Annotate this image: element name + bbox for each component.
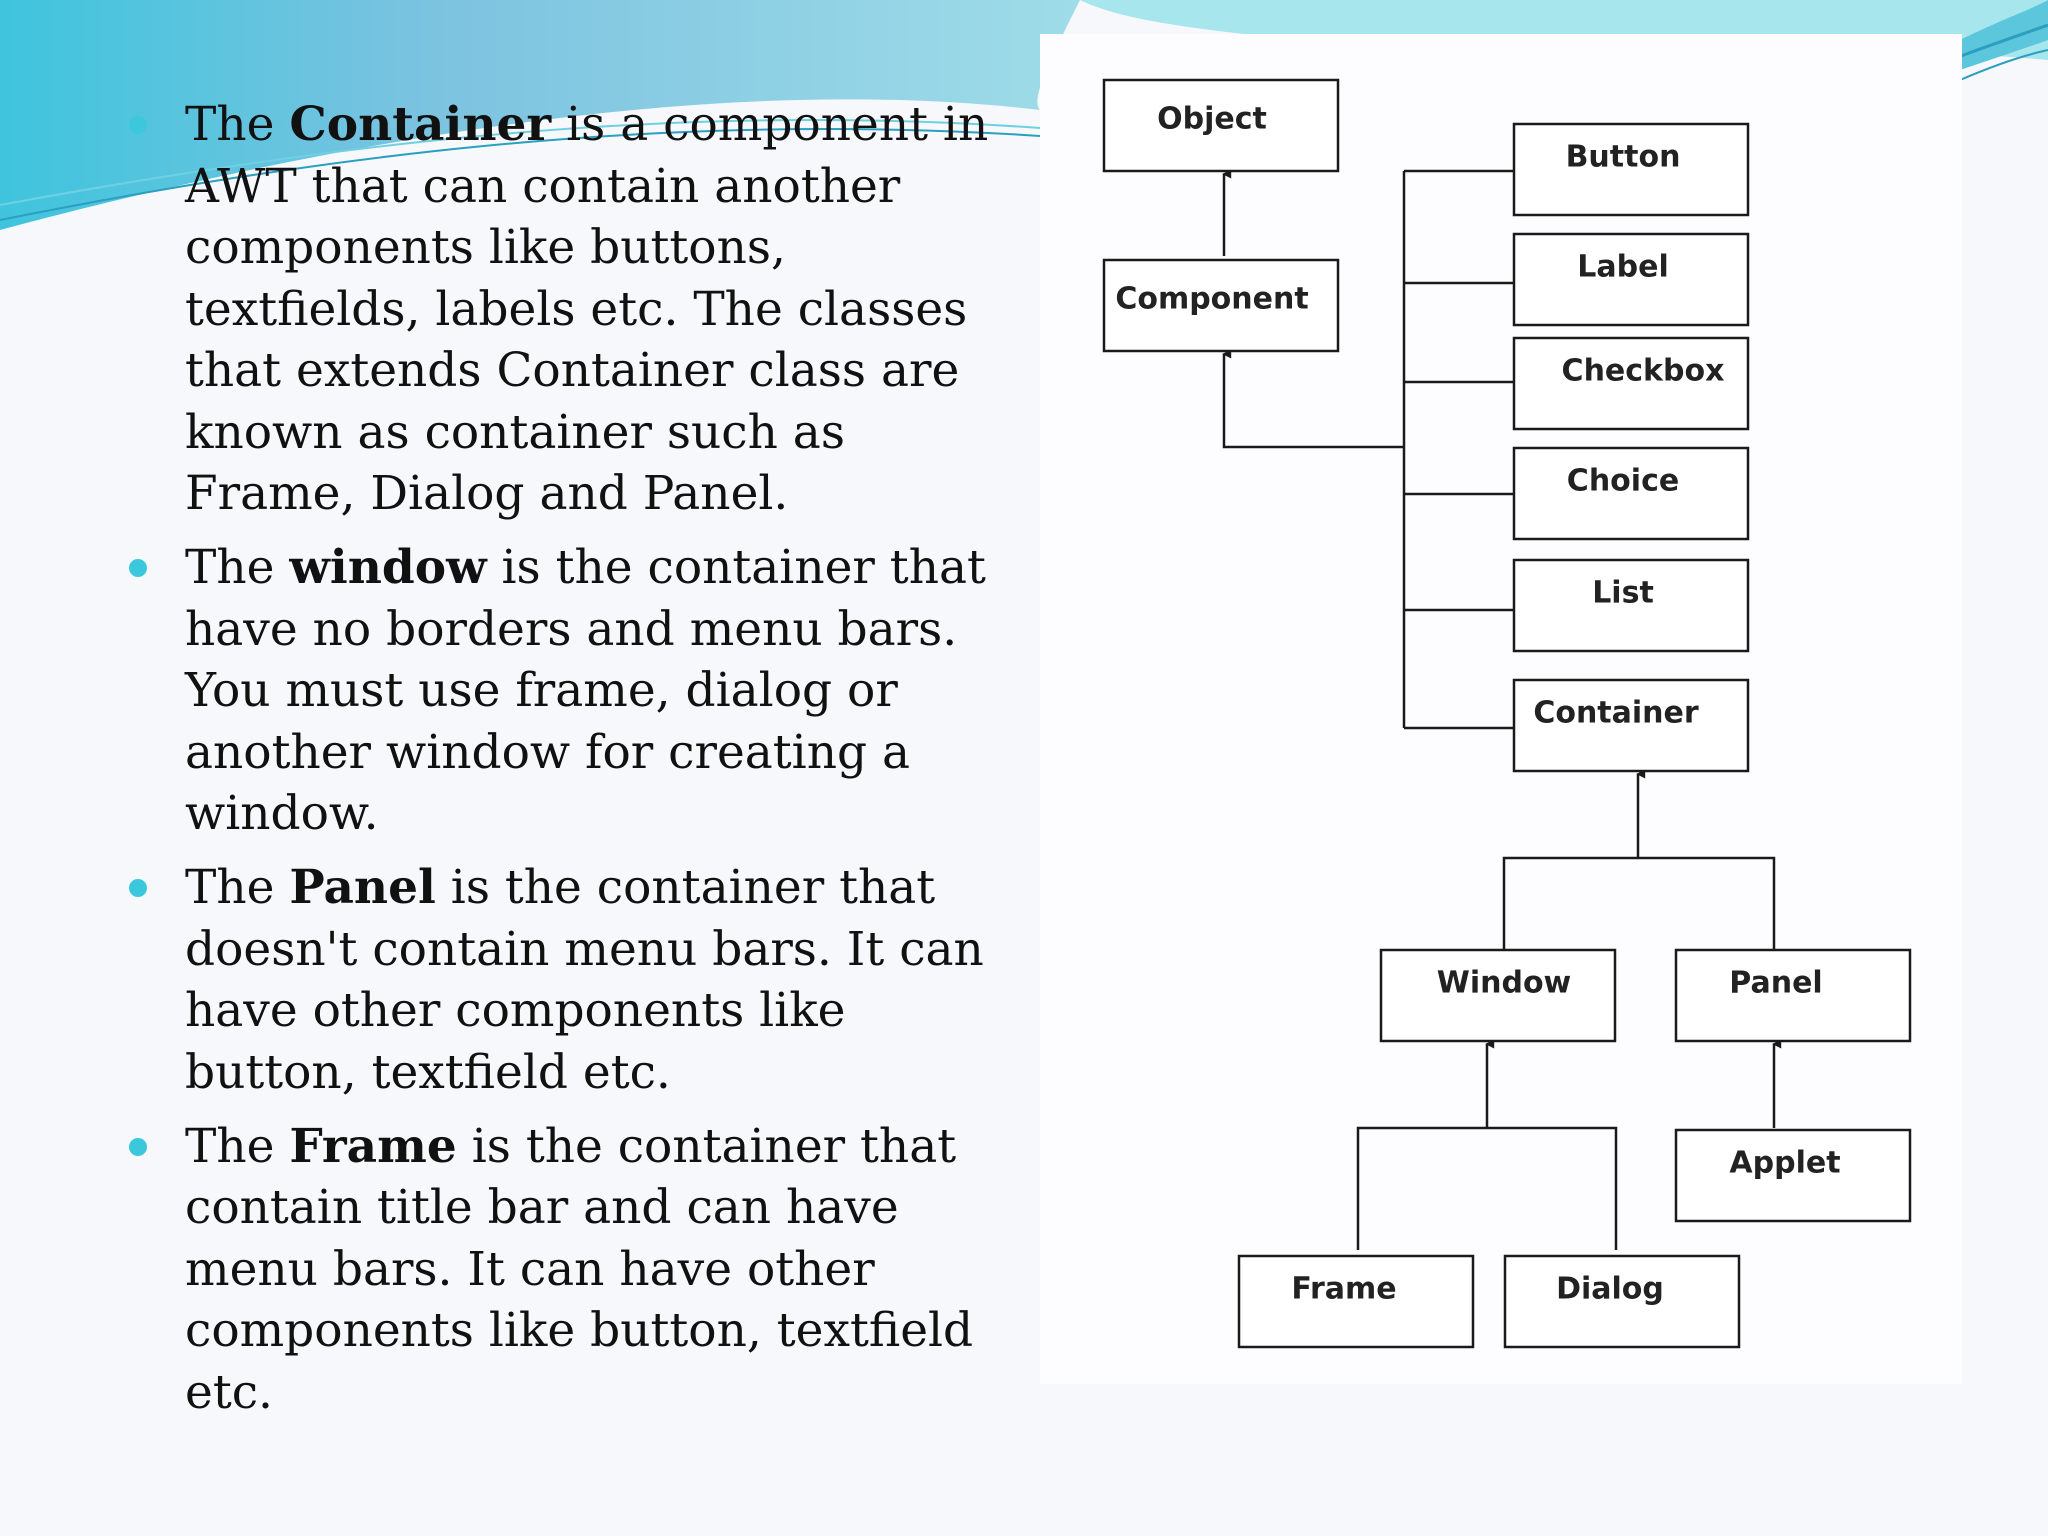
- node-panel: Panel: [1676, 950, 1910, 1041]
- branch-window: [1504, 858, 1774, 950]
- bullet-list: The Container is a component in AWT that…: [120, 94, 1000, 1436]
- node-list-label: List: [1592, 576, 1654, 611]
- node-label-label: Label: [1577, 250, 1668, 285]
- node-dialog-label: Dialog: [1556, 1272, 1664, 1307]
- node-applet: Applet: [1676, 1130, 1910, 1221]
- bullet-item-container: The Container is a component in AWT that…: [120, 94, 1000, 525]
- class-hierarchy-diagram: Object Component Button Label Checkbox C…: [1040, 34, 1962, 1384]
- node-list: List: [1514, 560, 1748, 651]
- node-component-label: Component: [1115, 282, 1308, 317]
- bullet-text: The: [185, 540, 289, 595]
- node-container: Container: [1514, 680, 1748, 771]
- node-component: Component: [1104, 260, 1338, 351]
- bullet-text: The: [185, 1119, 289, 1174]
- node-window: Window: [1381, 950, 1615, 1041]
- node-applet-label: Applet: [1729, 1146, 1840, 1181]
- bullet-dot: [129, 116, 147, 134]
- bullet-text: The: [185, 860, 289, 915]
- node-button-label: Button: [1566, 140, 1681, 175]
- bullet-text: The: [185, 97, 289, 152]
- bullet-item-frame: The Frame is the container that contain …: [120, 1116, 1000, 1424]
- node-object: Object: [1104, 80, 1338, 171]
- node-checkbox: Checkbox: [1514, 338, 1748, 429]
- bullet-term: Frame: [289, 1119, 456, 1174]
- bullet-dot: [129, 879, 147, 897]
- bullet-text: is a component in AWT that can contain a…: [185, 97, 988, 521]
- node-choice-label: Choice: [1567, 464, 1679, 499]
- bullet-dot: [129, 1138, 147, 1156]
- arrow-trunk-component: [1224, 354, 1404, 447]
- branch-frame-dialog: [1358, 1128, 1616, 1250]
- node-frame: Frame: [1239, 1256, 1473, 1347]
- bullet-item-panel: The Panel is the container that doesn't …: [120, 857, 1000, 1103]
- node-window-label: Window: [1437, 966, 1572, 1001]
- node-button: Button: [1514, 124, 1748, 215]
- bullet-item-window: The window is the container that have no…: [120, 537, 1000, 845]
- hierarchy-svg: Object Component Button Label Checkbox C…: [1040, 34, 1962, 1384]
- node-container-label: Container: [1533, 696, 1699, 731]
- bullet-term: Panel: [289, 860, 435, 915]
- bullet-dot: [129, 559, 147, 577]
- node-checkbox-label: Checkbox: [1562, 354, 1725, 389]
- node-dialog: Dialog: [1505, 1256, 1739, 1347]
- node-panel-label: Panel: [1729, 966, 1822, 1001]
- bullet-term: Container: [289, 97, 551, 152]
- node-label: Label: [1514, 234, 1748, 325]
- node-object-label: Object: [1157, 102, 1267, 137]
- node-choice: Choice: [1514, 448, 1748, 539]
- bullet-term: window: [289, 540, 486, 595]
- node-frame-label: Frame: [1291, 1272, 1396, 1307]
